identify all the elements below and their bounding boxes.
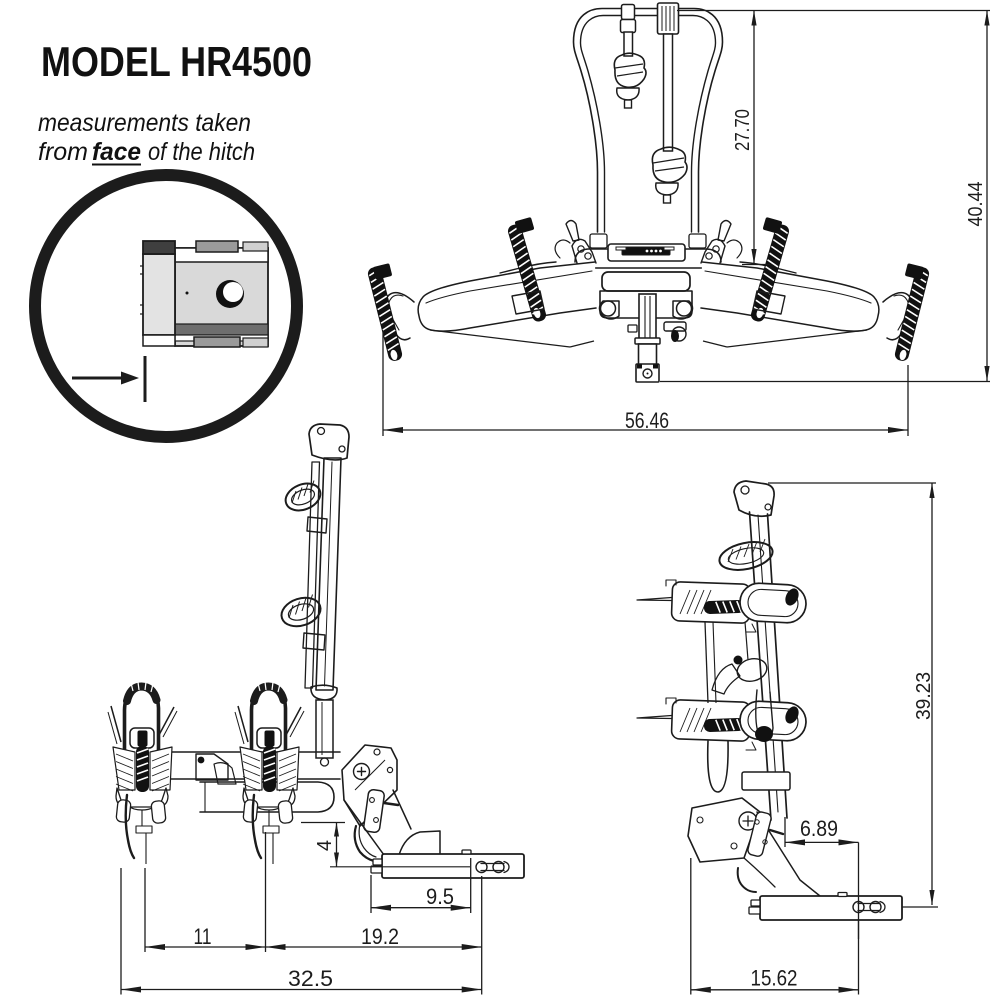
svg-text:56.46: 56.46: [625, 408, 669, 433]
svg-text:19.2: 19.2: [361, 924, 399, 949]
svg-text:measurements taken: measurements taken: [38, 109, 251, 137]
svg-text:4: 4: [314, 840, 336, 851]
svg-text:32.5: 32.5: [288, 966, 333, 991]
svg-text:27.70: 27.70: [732, 109, 754, 151]
svg-text:11: 11: [194, 924, 212, 949]
svg-text:MODEL HR4500: MODEL HR4500: [41, 38, 312, 85]
svg-text:9.5: 9.5: [426, 884, 454, 909]
svg-text:15.62: 15.62: [751, 966, 798, 991]
svg-text:from: from: [38, 138, 88, 166]
svg-text:6.89: 6.89: [800, 816, 838, 841]
svg-text:39.23: 39.23: [913, 672, 935, 720]
svg-text:40.44: 40.44: [965, 182, 987, 227]
svg-text:of the hitch: of the hitch: [148, 138, 255, 166]
svg-text:face: face: [92, 138, 141, 166]
